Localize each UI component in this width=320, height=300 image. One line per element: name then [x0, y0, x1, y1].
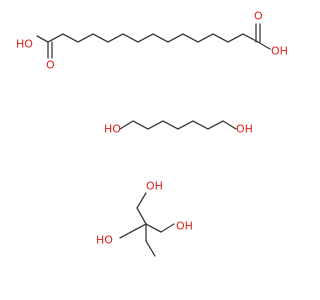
atom-label-hydroxyl-left: HO: [16, 38, 33, 51]
hexane-chain-bonds: [119, 120, 237, 130]
atom-label-oxygen-left: O: [46, 59, 55, 72]
molecule-trimethylolpropane: OH HO OH: [96, 180, 193, 257]
atom-label-hydroxyl-right: OH: [236, 123, 253, 136]
carbon-chain-bonds: [36, 23, 271, 59]
atom-label-hydroxyl-right: OH: [271, 45, 288, 58]
atom-label-hydroxyl-left: HO: [96, 234, 113, 247]
chemical-structures-canvas: O HO O OH HO OH OH HO OH: [16, 10, 288, 257]
atom-label-oxygen-right: O: [254, 10, 263, 23]
atom-label-hydroxyl-left: HO: [104, 123, 121, 136]
molecule-hexanediol: HO OH: [104, 120, 253, 136]
atom-label-hydroxyl-right: OH: [176, 220, 193, 233]
molecule-dodecanedioic-acid: O HO O OH: [16, 10, 288, 72]
branched-skeleton-bonds: [119, 192, 175, 257]
atom-label-hydroxyl-top: OH: [146, 180, 163, 193]
